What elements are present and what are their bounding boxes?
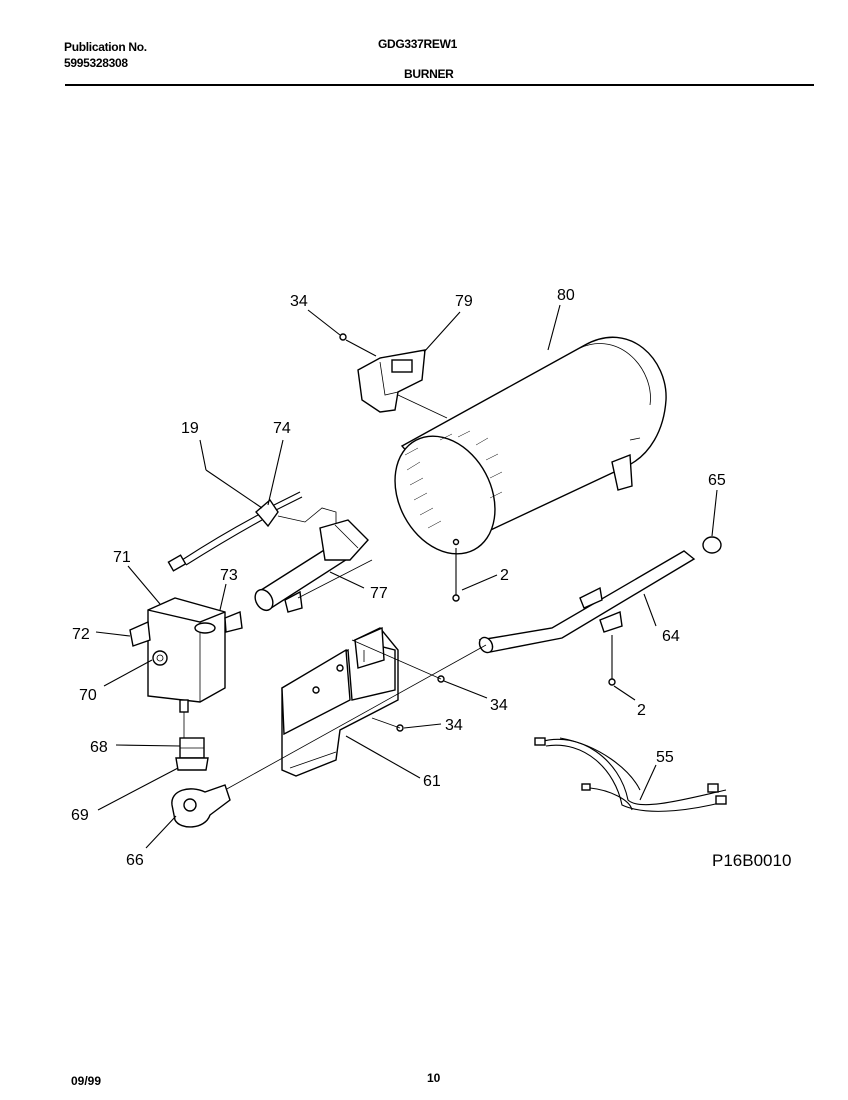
callout-34-lower: 34	[445, 717, 463, 734]
callout-72: 72	[72, 626, 90, 643]
callout-65: 65	[708, 472, 726, 489]
callout-34-middle: 34	[490, 697, 508, 714]
footer-date: 09/99	[71, 1074, 102, 1088]
part-55-wire-harness	[534, 737, 727, 812]
part-64-gas-pipe	[224, 550, 696, 791]
part-74-igniter	[255, 491, 337, 530]
callout-77: 77	[370, 585, 388, 602]
part-71-gas-valve	[129, 597, 243, 713]
section-title: BURNER	[404, 67, 454, 81]
callout-74: 74	[273, 420, 291, 437]
part-69-nut	[175, 712, 209, 771]
part-61-mounting-bracket	[281, 626, 399, 777]
callout-64: 64	[662, 628, 680, 645]
part-34-screw-middle	[351, 639, 445, 683]
part-19-igniter-wire	[167, 514, 263, 572]
part-80-combustion-chamber	[394, 336, 667, 555]
part-2-screw-upper	[452, 548, 460, 602]
callout-19: 19	[181, 420, 199, 437]
callout-2-upper: 2	[500, 567, 509, 584]
callout-66: 66	[126, 852, 144, 869]
callout-labels: 34 79 80 19 74 65 71 73 77 2 72 64 70 34…	[71, 287, 791, 870]
callout-69: 69	[71, 807, 89, 824]
part-77-burner-tube	[254, 519, 373, 613]
callout-68: 68	[90, 739, 108, 756]
part-34-screw-lower	[371, 717, 404, 732]
leader-lines	[95, 304, 718, 849]
figure-code: P16B0010	[712, 851, 791, 870]
callout-34-top: 34	[290, 293, 308, 310]
part-65-pipe-cap	[702, 536, 722, 554]
part-68-fitting	[179, 737, 205, 759]
model-number: GDG337REW1	[378, 37, 458, 51]
publication-number: 5995328308	[64, 56, 128, 70]
callout-73: 73	[220, 567, 238, 584]
callout-71: 71	[113, 549, 131, 566]
callout-55: 55	[656, 749, 674, 766]
part-79-bracket	[357, 349, 448, 419]
callout-2-lower: 2	[637, 702, 646, 719]
part-2-screw-lower	[608, 635, 616, 686]
callout-79: 79	[455, 293, 473, 310]
callout-70: 70	[79, 687, 97, 704]
part-66-elbow	[171, 784, 231, 828]
header-rule	[65, 84, 814, 86]
part-34-screw-top	[339, 333, 377, 357]
publication-label: Publication No.	[64, 40, 147, 54]
page-number: 10	[427, 1071, 441, 1085]
callout-61: 61	[423, 773, 441, 790]
callout-80: 80	[557, 287, 575, 304]
